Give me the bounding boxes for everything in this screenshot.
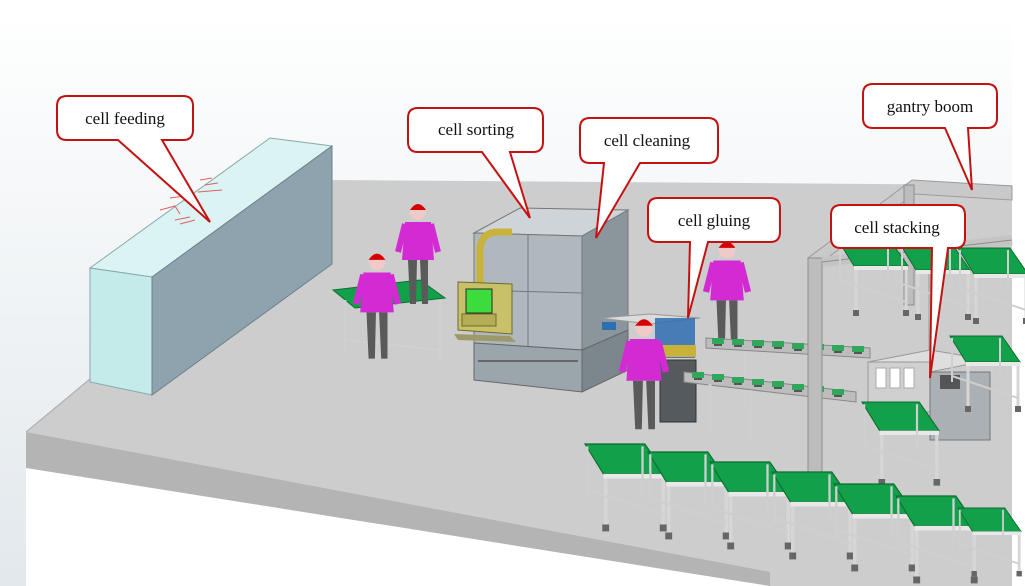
callout-label-gantry: gantry boom	[887, 97, 973, 116]
callout-label-stacking: cell stacking	[854, 218, 940, 237]
callout-cell-stacking: cell stacking	[830, 204, 966, 379]
callout-label-cleaning: cell cleaning	[604, 131, 691, 150]
control-screen	[465, 288, 493, 314]
feeding-cabinet	[88, 137, 334, 396]
callout-cell-sorting: cell sorting	[407, 107, 544, 219]
callout-cell-gluing: cell gluing	[647, 197, 781, 319]
callout-label-feeding: cell feeding	[85, 109, 165, 128]
callout-label-gluing: cell gluing	[678, 211, 751, 230]
callout-cell-feeding: cell feeding	[56, 95, 211, 223]
callout-cell-cleaning: cell cleaning	[579, 117, 719, 239]
gluing-station	[599, 313, 701, 423]
callout-gantry-boom: gantry boom	[862, 83, 998, 191]
sorting-cleaning-machine	[454, 207, 630, 393]
callout-label-sorting: cell sorting	[438, 120, 515, 139]
